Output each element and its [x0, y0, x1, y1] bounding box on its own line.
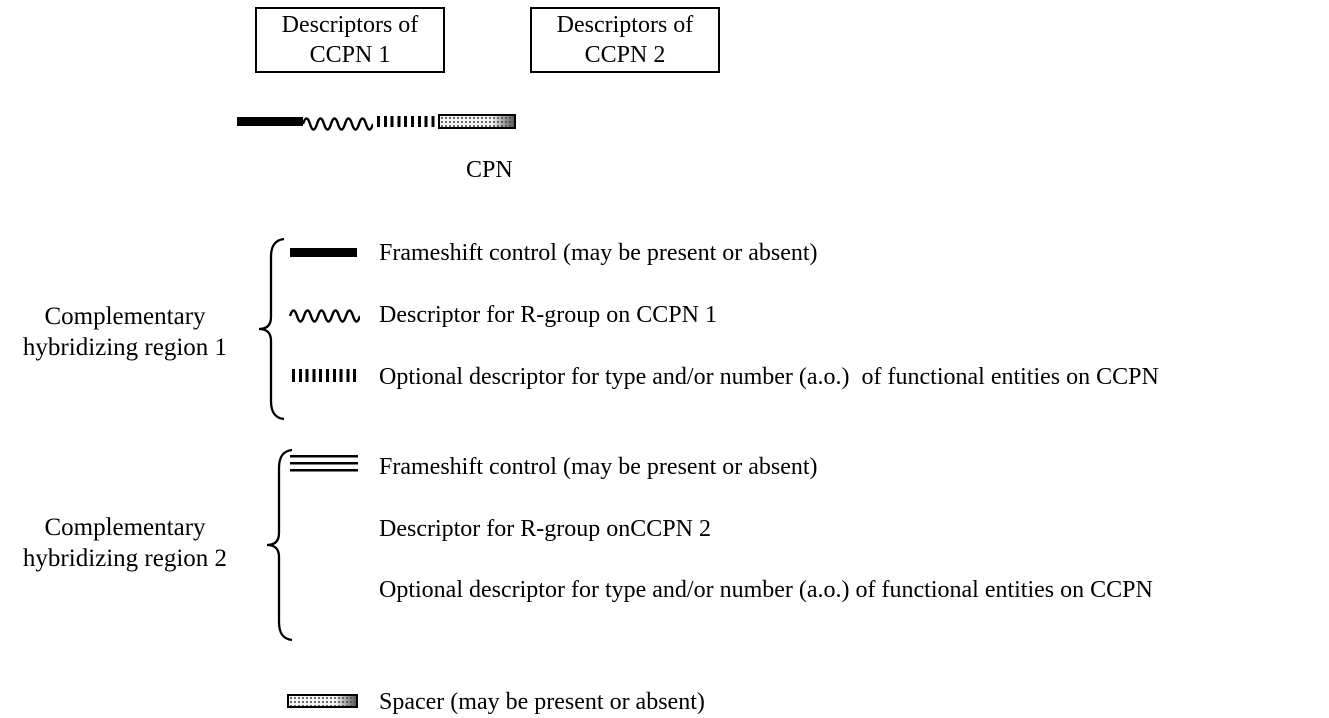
region2-label-line2: hybridizing region 2	[22, 545, 228, 572]
region1-item2-label: Descriptor for R-group on CCPN 1	[379, 302, 717, 328]
region2-label: Complementary hybridizing region 2	[0, 512, 250, 574]
cpn-segment-functional-ticks	[377, 116, 437, 127]
region2-label-line1: Complementary	[44, 514, 206, 541]
region2-item1-label: Frameshift control (may be present or ab…	[379, 454, 818, 480]
legend-symbol-wavy-line	[289, 309, 360, 323]
region1-label-line2: hybridizing region 1	[22, 334, 228, 361]
descriptors-ccpn1-box: Descriptors of CCPN 1	[255, 7, 445, 73]
region2-item2-label: Descriptor for R-group onCCPN 2	[379, 516, 711, 542]
cpn-segment-spacer	[438, 114, 516, 129]
region1-brace	[258, 237, 285, 421]
region1-item1-label: Frameshift control (may be present or ab…	[379, 240, 818, 266]
descriptors-ccpn2-box: Descriptors of CCPN 2	[530, 7, 720, 73]
descriptors-ccpn1-line1: Descriptors of	[281, 12, 419, 38]
descriptors-ccpn2-line2: CCPN 2	[584, 42, 666, 68]
region1-label: Complementary hybridizing region 1	[0, 301, 250, 363]
cpn-segment-r-group-wavy	[302, 117, 373, 131]
legend-symbol-solid-bar	[290, 248, 357, 257]
region2-brace	[266, 448, 293, 642]
spacer-label: Spacer (may be present or absent)	[379, 689, 705, 715]
legend-symbol-triple-lines	[290, 455, 358, 472]
region1-item3-label: Optional descriptor for type and/or numb…	[379, 364, 1159, 390]
legend-symbol-vertical-ticks	[292, 369, 358, 382]
descriptors-ccpn2-line1: Descriptors of	[556, 12, 694, 38]
descriptors-ccpn1-line2: CCPN 1	[309, 42, 391, 68]
legend-symbol-spacer-stippled-bar	[287, 694, 358, 708]
region1-label-line1: Complementary	[44, 303, 206, 330]
cpn-segment-frameshift-control	[237, 117, 303, 126]
cpn-label: CPN	[466, 157, 513, 183]
region2-item3-label: Optional descriptor for type and/or numb…	[379, 577, 1153, 603]
